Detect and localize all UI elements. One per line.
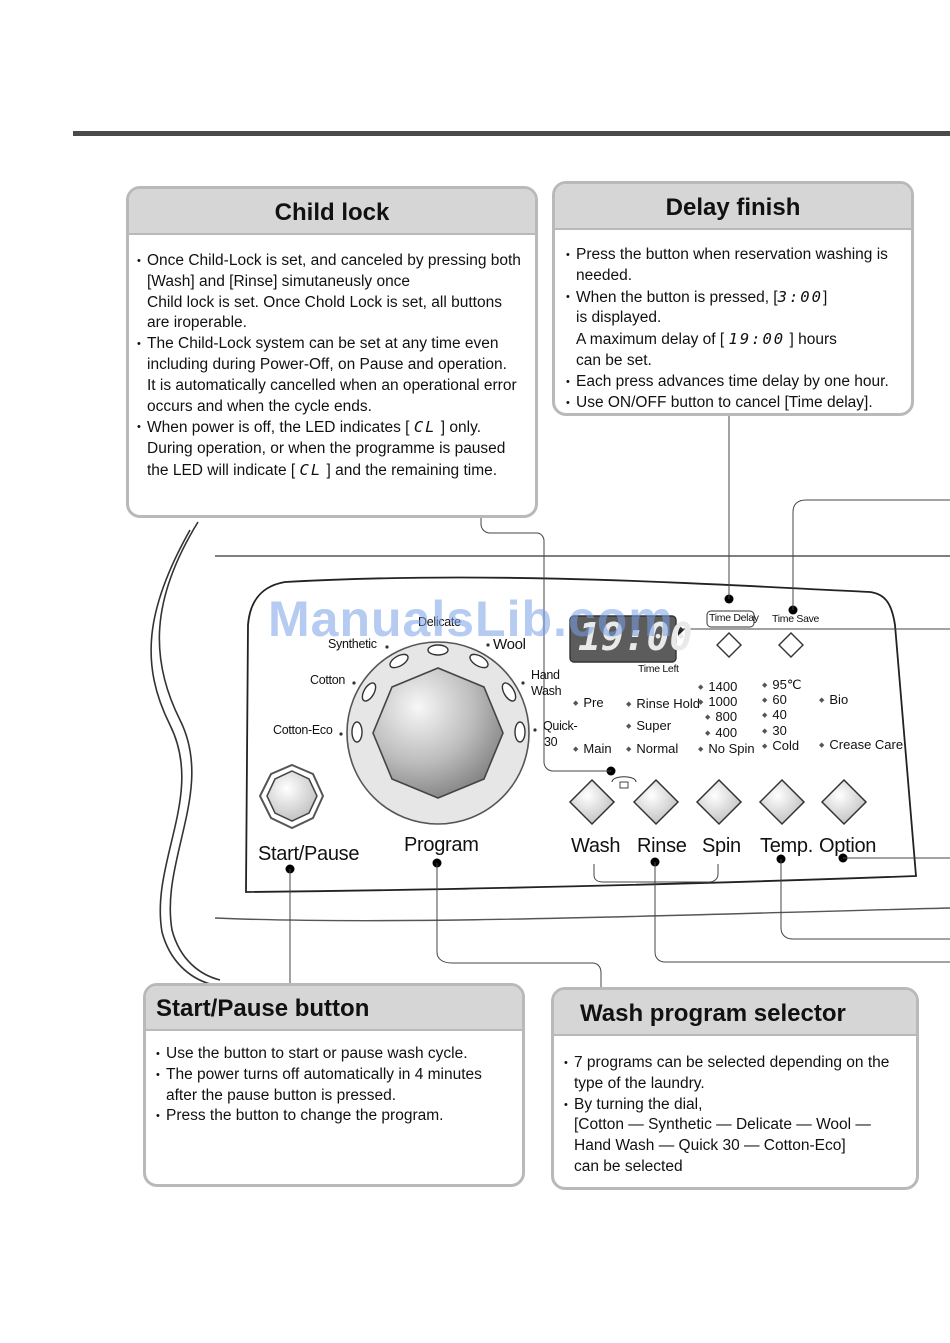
- option-main: Main: [573, 741, 611, 756]
- program-cotton-label: Cotton: [310, 673, 346, 687]
- program-synthetic-label: Synthetic: [328, 637, 377, 651]
- led-code: CL: [299, 460, 323, 479]
- top-rule: [73, 131, 950, 136]
- led-display: 19:00: [578, 615, 693, 659]
- child-lock-bullet: When power is off, the LED indicates [ C…: [137, 417, 535, 481]
- delay-finish-bullet: When the button is pressed, [3:00] is di…: [566, 287, 911, 372]
- option-super: Super: [626, 718, 671, 733]
- wash-program-selector-title: Wash program selector: [554, 990, 916, 1036]
- rinse-button-label[interactable]: Rinse: [637, 835, 687, 857]
- temp-button-label[interactable]: Temp.: [760, 835, 813, 857]
- child-lock-box: Child lock Once Child-Lock is set, and c…: [126, 186, 538, 518]
- option-no-spin: No Spin: [698, 741, 754, 756]
- program-button-label[interactable]: Program: [404, 834, 479, 856]
- time-left-label: Time Left: [638, 663, 679, 675]
- option-95: 95℃: [762, 677, 801, 693]
- option-bio: Bio: [819, 692, 848, 707]
- led-code-19-00: 19:00: [728, 330, 786, 349]
- led-code-3-00: 3:00: [777, 287, 823, 306]
- option-40: 40: [762, 707, 786, 722]
- delay-finish-bullet: Use ON/OFF button to cancel [Time delay]…: [566, 393, 911, 413]
- option-pre: Pre: [573, 695, 603, 710]
- start-pause-button-label[interactable]: Start/Pause: [258, 843, 360, 865]
- child-lock-bullet: The Child-Lock system can be set at any …: [137, 334, 535, 417]
- option-30: 30: [762, 723, 786, 738]
- option-crease-care: Crease Care: [819, 737, 903, 752]
- delay-finish-title: Delay finish: [555, 184, 911, 230]
- option-1000: 1000: [698, 694, 737, 709]
- option-1400: 1400: [698, 679, 737, 694]
- program-cotton-eco-label: Cotton-Eco: [273, 723, 333, 737]
- option-cold: Cold: [762, 738, 799, 753]
- program-delicate-label: Delicate: [418, 615, 461, 629]
- delay-finish-bullet: Press the button when reservation washin…: [566, 245, 911, 287]
- program-wool-label: Wool: [493, 636, 526, 653]
- option-rinse-hold: Rinse Hold: [626, 696, 700, 711]
- start-pause-bullet: Use the button to start or pause wash cy…: [156, 1044, 522, 1065]
- wash-program-selector-box: Wash program selector 7 programs can be …: [551, 987, 919, 1190]
- watermark: ManualsLib.com: [268, 591, 674, 647]
- delay-finish-bullet: Each press advances time delay by one ho…: [566, 372, 911, 393]
- start-pause-title: Start/Pause button: [146, 986, 522, 1031]
- start-pause-bullet: Press the button to change the program.: [156, 1106, 522, 1127]
- start-pause-bullet: The power turns off automatically in 4 m…: [156, 1065, 522, 1107]
- spin-button-label[interactable]: Spin: [702, 835, 741, 857]
- wash-button-label[interactable]: Wash: [571, 835, 621, 857]
- start-pause-box: Start/Pause button Use the button to sta…: [143, 983, 525, 1187]
- time-delay-label: Time Delay: [709, 612, 759, 624]
- option-normal: Normal: [626, 741, 678, 756]
- wash-selector-bullet: 7 programs can be selected depending on …: [564, 1053, 916, 1095]
- led-code: CL: [413, 418, 437, 437]
- time-save-label: Time Save: [772, 613, 820, 625]
- wash-selector-bullet: By turning the dial, [Cotton — Synthetic…: [564, 1095, 916, 1178]
- option-button-label[interactable]: Option: [819, 835, 877, 857]
- child-lock-title: Child lock: [129, 189, 535, 235]
- delay-finish-box: Delay finish Press the button when reser…: [552, 181, 914, 416]
- option-60: 60: [762, 692, 786, 707]
- program-quick-30-label: Quick-30: [543, 719, 578, 749]
- option-400: 400: [698, 725, 737, 740]
- option-800: 800: [698, 709, 737, 724]
- child-lock-bullet: Once Child-Lock is set, and canceled by …: [137, 251, 535, 334]
